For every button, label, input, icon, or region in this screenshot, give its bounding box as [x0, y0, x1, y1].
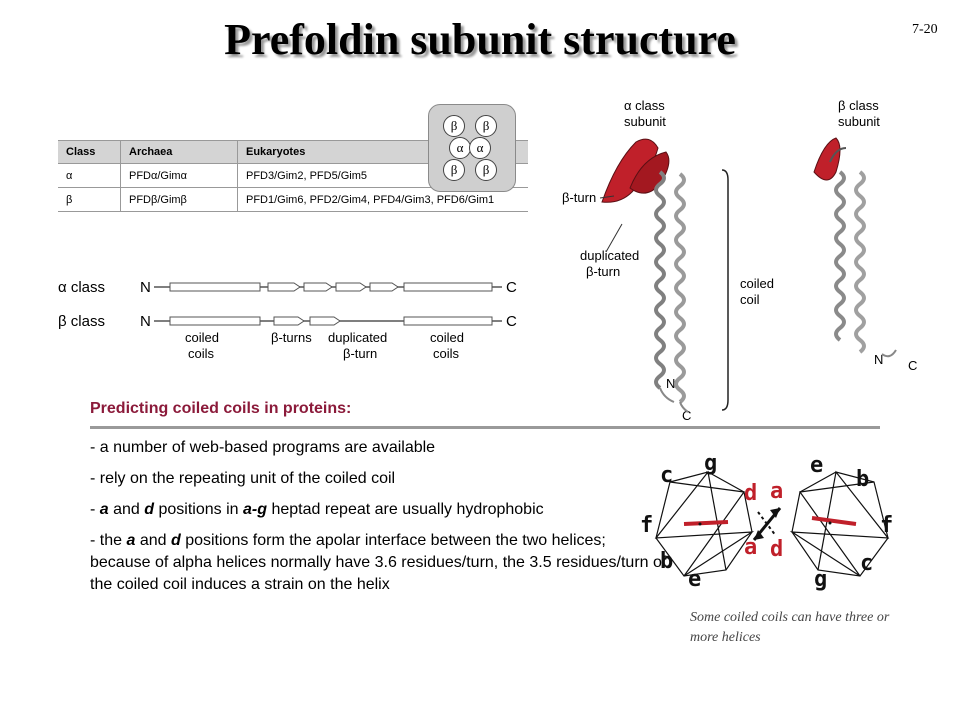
- beta-subunit-circle: β: [443, 115, 465, 137]
- pointer-line: [599, 195, 615, 199]
- table-cell: PFDβ/Gimβ: [120, 187, 238, 212]
- table-cell: PFDα/Gimα: [120, 163, 238, 188]
- prefoldin-class-table: Class Archaea Eukaryotes α PFDα/Gimα PFD…: [58, 140, 528, 212]
- coiled-coil-label: coiled: [740, 276, 774, 291]
- beta-turns-annotation: β-turns: [271, 330, 312, 345]
- heptad-position-label: c: [660, 463, 673, 488]
- alpha-coiled-coil-helix: [654, 170, 666, 390]
- heptad-position-label: g: [704, 452, 717, 476]
- heptad-position-label: f: [640, 513, 653, 538]
- beta-subunit-circle: β: [475, 159, 497, 181]
- coiled-coil-bracket: [721, 169, 729, 411]
- heptad-caption: Some coiled coils can have three or more…: [690, 610, 890, 645]
- beta-turn-label: β-turn: [562, 190, 596, 205]
- heptad-core-label: d: [744, 481, 757, 506]
- table-cell: β: [58, 187, 121, 212]
- bullet-item: - rely on the repeating unit of the coil…: [90, 470, 396, 487]
- heptad-position-label: b: [856, 467, 869, 492]
- coiled-coils-annotation: coils: [433, 346, 460, 361]
- heptad-position-label: f: [880, 513, 893, 538]
- n-terminus-label: N: [140, 313, 151, 330]
- subunit-arrangement-diagram: β β α α β β: [428, 104, 516, 192]
- beta-strand-arrow: [273, 316, 305, 326]
- heading-divider: [90, 426, 880, 429]
- duplicated-beta-turn-annotation: duplicated: [328, 330, 387, 345]
- beta-coiled-coil-helix: [834, 170, 846, 342]
- beta-strand-arrow: [267, 282, 301, 292]
- duplicated-beta-turn-label: duplicated: [580, 248, 639, 263]
- heptad-core-label: d: [770, 537, 783, 562]
- interaction-dashed-line: [757, 511, 777, 537]
- page-title: Prefoldin subunit structure: [224, 15, 736, 64]
- coiled-coils-annotation: coiled: [185, 330, 219, 345]
- table-header-row: Class Archaea Eukaryotes: [58, 140, 528, 164]
- beta-strand-arrow: [369, 282, 399, 292]
- beta-coiled-coil-helix: [854, 170, 866, 354]
- beta-class-label: β class: [58, 313, 105, 330]
- heptad-wheel-diagram: c g f b e e b f c g d a a d: [640, 452, 893, 592]
- alpha-class-label: α class: [58, 279, 105, 296]
- coiled-coil-segment: [403, 282, 493, 292]
- coiled-coil-segment: [403, 316, 493, 326]
- alpha-coiled-coil-helix: [674, 172, 686, 404]
- c-terminus-label: C: [506, 313, 517, 330]
- beta-strand-arrow: [303, 282, 333, 292]
- alpha-subunit-circle: α: [449, 137, 471, 159]
- pointer-line: [605, 223, 623, 253]
- slide-number: 7-20: [912, 22, 938, 37]
- heptad-core-label: a: [744, 535, 757, 560]
- section-heading: Predicting coiled coils in proteins:: [90, 400, 352, 417]
- coiled-coil-segment: [169, 316, 261, 326]
- heptad-position-label: e: [810, 453, 823, 478]
- heptad-core-label: a: [770, 479, 783, 504]
- coiled-coils-annotation: coils: [188, 346, 215, 361]
- coiled-coil-prediction-section: Predicting coiled coils in proteins: - a…: [90, 400, 880, 605]
- alpha-subunit-label: α class: [624, 98, 665, 113]
- subunit-structure-figure: α class subunit β class subunit β-turn d…: [562, 98, 917, 423]
- table-cell: α: [58, 163, 121, 188]
- beta-subunit-label: β class: [838, 98, 879, 113]
- column-header: Class: [58, 140, 121, 164]
- domain-diagram: α class β class N N C C coiled coils β-t…: [58, 279, 517, 361]
- heptad-position-label: g: [814, 567, 827, 592]
- n-terminus-label: N: [666, 376, 675, 391]
- beta-subunit-label: subunit: [838, 114, 880, 129]
- alpha-beta-hairpin-ribbon: [601, 138, 659, 203]
- beta-subunit-circle: β: [475, 115, 497, 137]
- table-row: β PFDβ/Gimβ PFD1/Gim6, PFD2/Gim4, PFD4/G…: [58, 187, 528, 212]
- alpha-subunit-label: subunit: [624, 114, 666, 129]
- coiled-coil-segment: [169, 282, 261, 292]
- column-header: Archaea: [120, 140, 238, 164]
- beta-subunit-circle: β: [443, 159, 465, 181]
- n-terminus-label: N: [140, 279, 151, 296]
- beta-strand-arrow: [335, 282, 367, 292]
- duplicated-beta-turn-annotation: β-turn: [343, 346, 377, 361]
- red-hydrophobic-marker: [811, 516, 857, 526]
- beta-hairpin-ribbon: [813, 137, 841, 181]
- bullet-item: - a number of web-based programs are ava…: [90, 439, 436, 456]
- heptad-position-label: c: [860, 551, 873, 576]
- duplicated-beta-turn-label: β-turn: [586, 264, 620, 279]
- red-hydrophobic-marker: [683, 520, 729, 526]
- heptad-position-label: b: [660, 549, 673, 574]
- beta-strand-arrow: [309, 316, 341, 326]
- coiled-coil-label: coil: [740, 292, 760, 307]
- alpha-subunit-circle: α: [469, 137, 491, 159]
- n-terminus-label: N: [874, 352, 883, 367]
- c-terminus-label: C: [682, 408, 691, 423]
- bullet-item: - a and d positions in a-g heptad repeat…: [90, 501, 544, 518]
- bullet-item: - the a and d positions form the apolar …: [90, 532, 667, 593]
- coiled-coils-annotation: coiled: [430, 330, 464, 345]
- c-terminus-label: C: [908, 358, 917, 373]
- c-terminus-label: C: [506, 279, 517, 296]
- heptad-position-label: e: [688, 567, 701, 592]
